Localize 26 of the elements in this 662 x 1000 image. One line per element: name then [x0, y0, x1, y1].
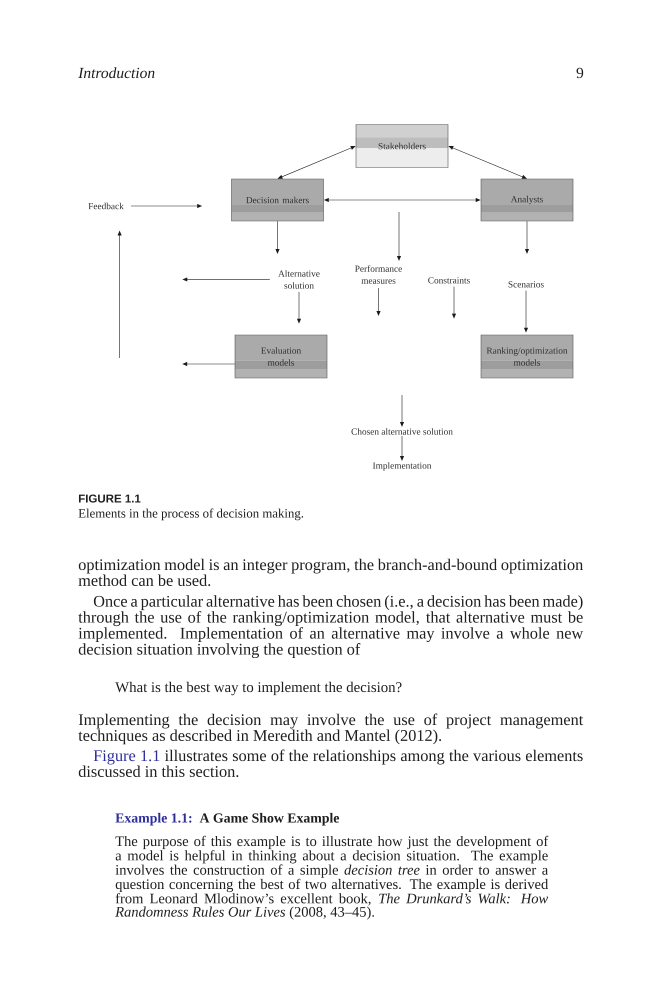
- flow-label: Chosen alternative solution: [352, 428, 453, 435]
- example-title: A Game Show Example: [200, 812, 340, 826]
- process-box: Decision makers: [231, 178, 324, 222]
- body-paragraph: Figure 1.1 illustrates some of the relationships among the various elements discussed in this section.: [78, 750, 583, 778]
- process-box: Ranking/optimization models: [480, 334, 574, 378]
- process-box: Analysts: [480, 178, 574, 222]
- body-paragraph: Implementing the decision may involve the use of project management techniques as described in Meredith and Mantel (2012).: [78, 714, 584, 744]
- figure-reference: Figure 1.1: [94, 750, 160, 765]
- page-number: 9: [576, 68, 584, 78]
- flow-label: Constraints: [428, 277, 470, 284]
- flow-label: Scenarios: [508, 281, 544, 288]
- process-box: Evaluation models: [234, 334, 328, 378]
- block-quote: What is the best way to implement the decision?: [115, 682, 402, 696]
- body-paragraph: optimization model is an integer program, the branch-and-bound optimization method can be used.: [78, 558, 584, 586]
- figure-caption: Elements in the process of decision making.: [78, 508, 304, 520]
- process-box: Stakeholders: [356, 124, 448, 168]
- flow-label: Alternative solution: [278, 270, 320, 289]
- body-paragraph: Once a particular alternative has been chosen (i.e., a decision has been made) through the use of the ranking/optimization model, that alternative must be implemented. Implementation of an alternative may involve a whole new decision situation involving the question of: [78, 595, 584, 658]
- flow-label: Performance measures: [355, 265, 402, 284]
- flow-label: Feedback: [88, 202, 124, 210]
- example-paragraph: The purpose of this example is to illustrate how just the development of a model is helpful in thinking about a decision situation. The example involves the construction of a simple decision tree in order to answer a question concerning the best of two alternatives. The example is derived from Leonard Mlodinow’s excellent book, The Drunkard’s Walk: How Randomness Rules Our Lives (2008, 43–45).: [115, 836, 548, 920]
- example-number: Example 1.1:: [115, 812, 192, 826]
- figure-label: FIGURE 1.1: [78, 494, 140, 503]
- running-header: Introduction: [78, 67, 154, 78]
- arrow: [118, 230, 122, 358]
- flow-label: Implementation: [372, 462, 432, 471]
